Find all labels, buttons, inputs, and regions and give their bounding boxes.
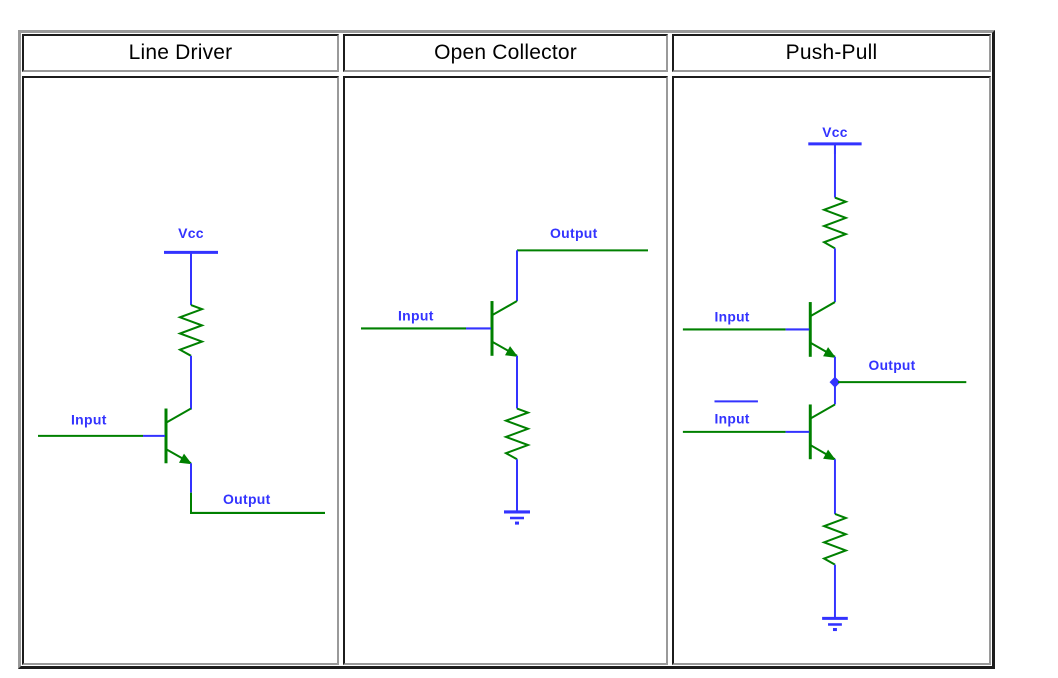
header-push-pull: Push-Pull <box>672 34 991 72</box>
push-pull-schematic-cell: Vcc Input <box>672 76 991 665</box>
header-open-collector-label: Open Collector <box>434 41 577 64</box>
npn-transistor <box>164 407 192 465</box>
open-collector-schematic: Output Input <box>361 225 648 525</box>
npn-transistor-lower <box>808 403 836 461</box>
pullup-resistor <box>821 196 849 250</box>
ground-symbol <box>822 616 848 632</box>
header-push-pull-label: Push-Pull <box>785 41 878 64</box>
npn-transistor <box>490 300 518 357</box>
inverted-input-label: Input <box>714 411 749 427</box>
header-open-collector: Open Collector <box>343 34 668 72</box>
open-collector-schematic-cell: Output Input <box>343 76 668 665</box>
input-label: Input <box>71 412 107 428</box>
pulldown-resistor <box>821 513 849 566</box>
output-label: Output <box>550 225 598 241</box>
emitter-resistor <box>503 407 531 461</box>
line-driver-schematic: Vcc Input <box>38 225 325 514</box>
header-line-driver-label: Line Driver <box>128 41 233 64</box>
pullup-resistor <box>177 304 205 357</box>
vcc-label: Vcc <box>822 124 847 140</box>
output-label: Output <box>223 491 271 507</box>
input-label: Input <box>714 308 749 324</box>
npn-transistor-upper <box>808 301 836 358</box>
ground-symbol <box>504 510 530 525</box>
output-junction-dot <box>829 376 841 388</box>
circuit-comparison-table: Line Driver Open Collector Push-Pull Vcc <box>18 30 995 669</box>
line-driver-schematic-cell: Vcc Input <box>22 76 339 665</box>
vcc-label: Vcc <box>178 225 204 241</box>
output-label: Output <box>869 357 916 373</box>
header-line-driver: Line Driver <box>22 34 339 72</box>
push-pull-schematic: Vcc Input <box>682 124 967 632</box>
input-label: Input <box>398 307 434 323</box>
